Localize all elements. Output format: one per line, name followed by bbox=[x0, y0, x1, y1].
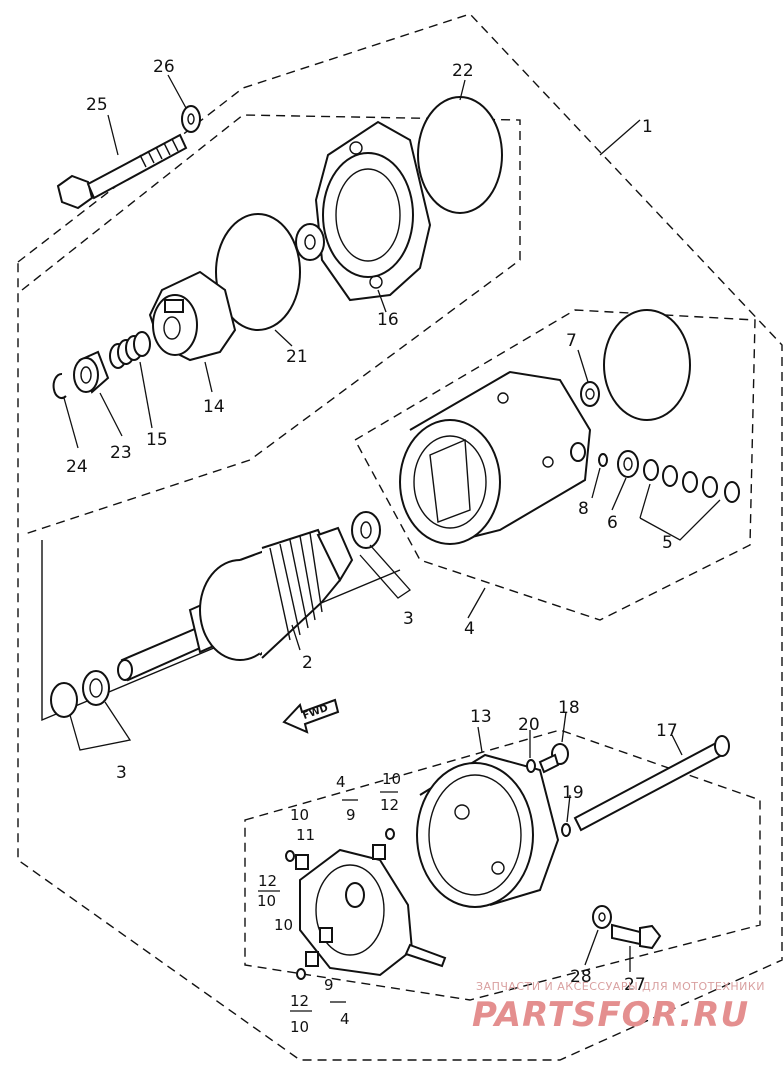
label-part-27: 27 bbox=[624, 975, 646, 995]
label-part-12-lower: 12 bbox=[290, 992, 309, 1010]
label-part-16: 16 bbox=[377, 310, 399, 330]
watermark: ЗАПЧАСТИ И АКСЕССУАРЫ ДЛЯ МОТОТЕХНИКИ PA… bbox=[472, 980, 765, 1035]
collar-23 bbox=[73, 350, 110, 394]
label-part-25: 25 bbox=[86, 95, 108, 115]
label-part-10-upper-left: 10 bbox=[290, 806, 309, 824]
label-part-3-front: 3 bbox=[403, 609, 414, 629]
washer-28 bbox=[592, 905, 612, 929]
o-ring-yoke bbox=[603, 309, 691, 421]
label-part-4-lower: 4 bbox=[340, 1010, 350, 1028]
o-ring-19 bbox=[561, 823, 571, 837]
circlip-24 bbox=[52, 373, 67, 399]
brush-spring-set bbox=[285, 828, 395, 980]
label-part-23: 23 bbox=[110, 443, 132, 463]
label-part-5: 5 bbox=[662, 533, 673, 553]
label-part-18: 18 bbox=[558, 698, 580, 718]
assembly-boundary bbox=[17, 13, 783, 1061]
label-part-7: 7 bbox=[566, 331, 577, 351]
label-part-9-lower: 9 bbox=[324, 976, 334, 994]
label-part-8: 8 bbox=[578, 499, 589, 519]
label-part-21: 21 bbox=[286, 347, 308, 367]
front-cover-16 bbox=[314, 120, 432, 302]
label-part-12-left: 12 bbox=[258, 872, 277, 890]
through-bolt-17 bbox=[573, 735, 730, 832]
nut-7 bbox=[580, 381, 600, 407]
leader-lines bbox=[63, 74, 721, 972]
label-part-13: 13 bbox=[470, 707, 492, 727]
pinion-housing-14 bbox=[148, 270, 237, 362]
yoke-4 bbox=[399, 370, 592, 545]
label-part-9-upper: 9 bbox=[346, 806, 356, 824]
terminal-stud bbox=[570, 442, 586, 462]
label-part-1: 1 bbox=[642, 117, 653, 137]
label-part-3-rear: 3 bbox=[116, 763, 127, 783]
label-part-28: 28 bbox=[570, 967, 592, 987]
rear-cover-group-boundary bbox=[244, 729, 761, 1001]
label-part-2: 2 bbox=[302, 653, 313, 673]
screw-18 bbox=[538, 743, 569, 774]
bolt-25 bbox=[56, 133, 188, 210]
watermark-brand: PARTSFOR.RU bbox=[472, 995, 749, 1035]
washer-26 bbox=[181, 105, 201, 133]
label-part-4-upper: 4 bbox=[336, 773, 346, 791]
label-part-15: 15 bbox=[146, 430, 168, 450]
label-part-10-center: 10 bbox=[274, 916, 293, 934]
label-part-10-upper-right: 10 bbox=[382, 770, 401, 788]
label-part-4: 4 bbox=[464, 619, 475, 639]
washer-6 bbox=[617, 450, 639, 478]
o-ring-22 bbox=[417, 96, 503, 214]
o-ring-20 bbox=[526, 759, 536, 773]
label-part-10-left: 10 bbox=[257, 892, 276, 910]
washer-set-3-front bbox=[351, 511, 381, 549]
watermark-tagline: ЗАПЧАСТИ И АКСЕССУАРЫ ДЛЯ МОТОТЕХНИКИ bbox=[476, 980, 765, 993]
label-part-6: 6 bbox=[607, 513, 618, 533]
washer-set-3-rear bbox=[50, 670, 110, 718]
yoke-group-boundary bbox=[354, 309, 756, 621]
armature-2 bbox=[117, 526, 354, 682]
o-ring-21 bbox=[215, 213, 301, 331]
label-part-17: 17 bbox=[656, 721, 678, 741]
label-part-11: 11 bbox=[296, 826, 315, 844]
terminal-set-5 bbox=[643, 459, 740, 503]
bolt-27 bbox=[611, 923, 662, 950]
label-part-24: 24 bbox=[66, 457, 88, 477]
front-washer bbox=[295, 223, 325, 261]
forward-arrow: FWD bbox=[282, 698, 340, 734]
label-part-20: 20 bbox=[518, 715, 540, 735]
label-part-22: 22 bbox=[452, 61, 474, 81]
callout-labels: 1 22 26 25 16 21 14 15 23 24 7 8 6 5 4 3… bbox=[66, 57, 678, 1036]
label-part-10-lower: 10 bbox=[290, 1018, 309, 1036]
label-part-26: 26 bbox=[153, 57, 175, 77]
spring-15 bbox=[109, 331, 151, 369]
o-ring-8 bbox=[598, 453, 608, 467]
label-part-19: 19 bbox=[562, 783, 584, 803]
label-part-14: 14 bbox=[203, 397, 225, 417]
brush-holder-plate bbox=[295, 844, 447, 977]
label-part-12-upper-right: 12 bbox=[380, 796, 399, 814]
rear-cover-13 bbox=[416, 753, 560, 908]
